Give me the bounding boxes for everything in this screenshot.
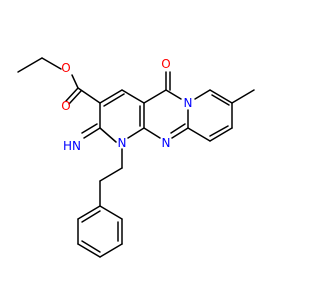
bond bbox=[171, 127, 189, 139]
bond bbox=[187, 127, 211, 142]
bond bbox=[143, 89, 167, 104]
pyrimidine-nitrogen-label: N bbox=[162, 136, 171, 150]
bond bbox=[81, 210, 101, 223]
bond bbox=[77, 87, 101, 104]
bond bbox=[17, 57, 43, 73]
structure-canvas: O O O HN N N N bbox=[17, 57, 255, 258]
bond bbox=[71, 74, 79, 89]
bond bbox=[65, 87, 79, 102]
bond bbox=[170, 123, 186, 134]
bond-layer bbox=[17, 57, 255, 258]
bond bbox=[81, 123, 98, 134]
bond bbox=[99, 127, 117, 143]
bond bbox=[194, 89, 211, 100]
bond bbox=[81, 240, 101, 253]
bond bbox=[127, 127, 145, 139]
atom-label-layer: O O O HN N N N bbox=[61, 57, 192, 153]
bond bbox=[41, 57, 62, 70]
bond bbox=[209, 125, 229, 137]
bond bbox=[77, 243, 101, 258]
bond bbox=[68, 90, 82, 105]
ring-nitrogen-label: N bbox=[118, 136, 127, 150]
bond bbox=[83, 127, 101, 139]
ester-carbonyl-oxygen-label: O bbox=[61, 99, 70, 113]
bond bbox=[103, 93, 125, 107]
bridgehead-nitrogen-label: N bbox=[184, 96, 193, 110]
imine-nh-label: HN bbox=[63, 139, 81, 153]
bond bbox=[99, 89, 123, 104]
bond bbox=[99, 243, 123, 258]
bond bbox=[165, 89, 182, 100]
bond bbox=[99, 167, 123, 182]
ester-ether-oxygen-label: O bbox=[61, 61, 70, 75]
ketone-oxygen-label: O bbox=[161, 57, 170, 71]
bond bbox=[231, 89, 255, 104]
bond bbox=[209, 127, 233, 142]
bond bbox=[143, 127, 161, 139]
bond bbox=[211, 94, 230, 106]
bond bbox=[99, 205, 123, 220]
bond bbox=[77, 205, 101, 220]
bond bbox=[209, 89, 233, 104]
molecule-drawing: O O O HN N N N bbox=[17, 57, 255, 258]
bond bbox=[121, 89, 145, 104]
